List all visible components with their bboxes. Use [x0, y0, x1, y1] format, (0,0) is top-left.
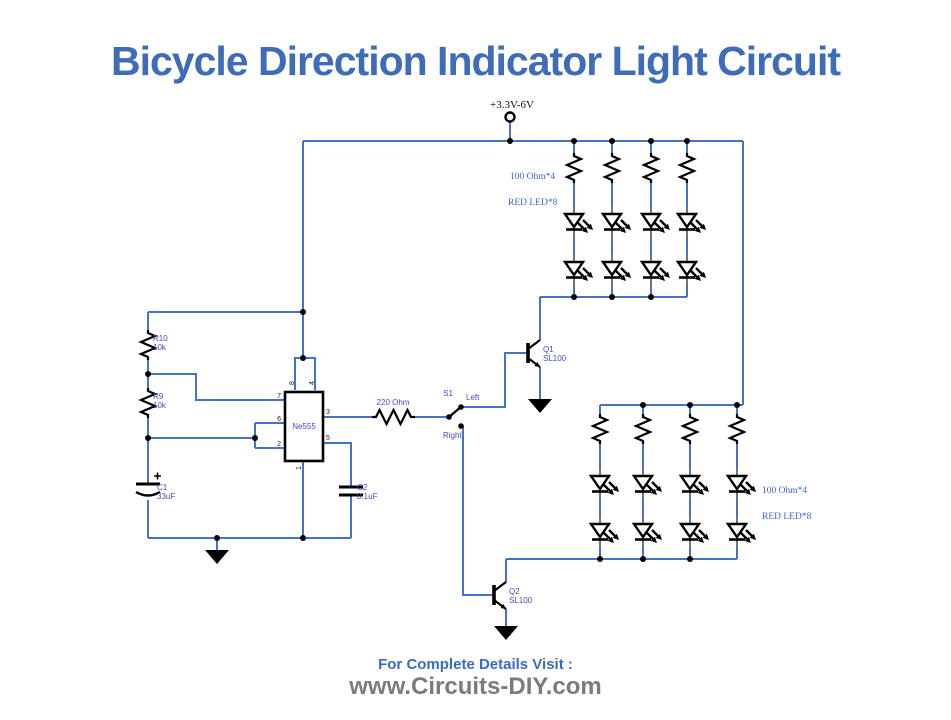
- r220-value: 220 Ohm: [377, 398, 410, 407]
- pin-5: 5: [326, 435, 330, 442]
- transistor-q1: [526, 338, 542, 369]
- led-bank-top: [563, 151, 708, 288]
- ground-symbol: [528, 399, 552, 413]
- r9-value: 10k: [153, 401, 167, 410]
- footer-visit-text: For Complete Details Visit :: [378, 656, 573, 673]
- bank-bottom-resistor-label: 100 Ohm*4: [762, 486, 807, 496]
- led-bank-bottom: [589, 412, 758, 550]
- pin-2: 2: [277, 441, 281, 448]
- q1-ref: Q1: [543, 345, 554, 354]
- junction-dots: [145, 138, 740, 562]
- transistor-q2: [492, 580, 508, 611]
- q2-part: SL100: [509, 596, 533, 605]
- pin-7: 7: [277, 393, 281, 400]
- r9-ref: R9: [153, 392, 164, 401]
- s1-right-label: Right: [443, 431, 462, 440]
- s1-left-label: Left: [466, 393, 480, 402]
- c2-ref: C2: [357, 483, 368, 492]
- r10-ref: R10: [153, 334, 168, 343]
- ic-name: Ne555: [292, 422, 316, 431]
- pin-8: 8: [289, 381, 296, 385]
- bank-top-resistor-label: 100 Ohm*4: [510, 172, 555, 182]
- resistor-220ohm: [370, 408, 417, 426]
- footer-website-url[interactable]: www.Circuits-DIY.com: [349, 673, 602, 700]
- pin-1: 1: [296, 466, 303, 470]
- pin-6: 6: [277, 416, 281, 423]
- bank-bottom-led-label: RED LED*8: [762, 512, 812, 522]
- ground-symbol: [494, 626, 518, 640]
- c1-ref: C1: [157, 483, 168, 492]
- ic-ne555: [283, 390, 325, 463]
- q1-part: SL100: [543, 354, 567, 363]
- page-title: Bicycle Direction Indicator Light Circui…: [110, 38, 841, 84]
- vcc-terminal: [504, 111, 516, 123]
- wires: [147, 121, 744, 626]
- s1-ref: S1: [443, 389, 453, 398]
- pin-3: 3: [326, 409, 330, 416]
- switch-s1[interactable]: [446, 404, 464, 429]
- c1-value: 33uF: [157, 492, 175, 501]
- pin-4: 4: [309, 381, 316, 385]
- power-label: +3.3V-6V: [490, 99, 534, 111]
- q2-ref: Q2: [509, 587, 520, 596]
- r10-value: 10k: [153, 343, 167, 352]
- c2-value: 0.1uF: [357, 492, 378, 501]
- bank-top-led-label: RED LED*8: [508, 198, 558, 208]
- ground-symbol: [205, 550, 229, 564]
